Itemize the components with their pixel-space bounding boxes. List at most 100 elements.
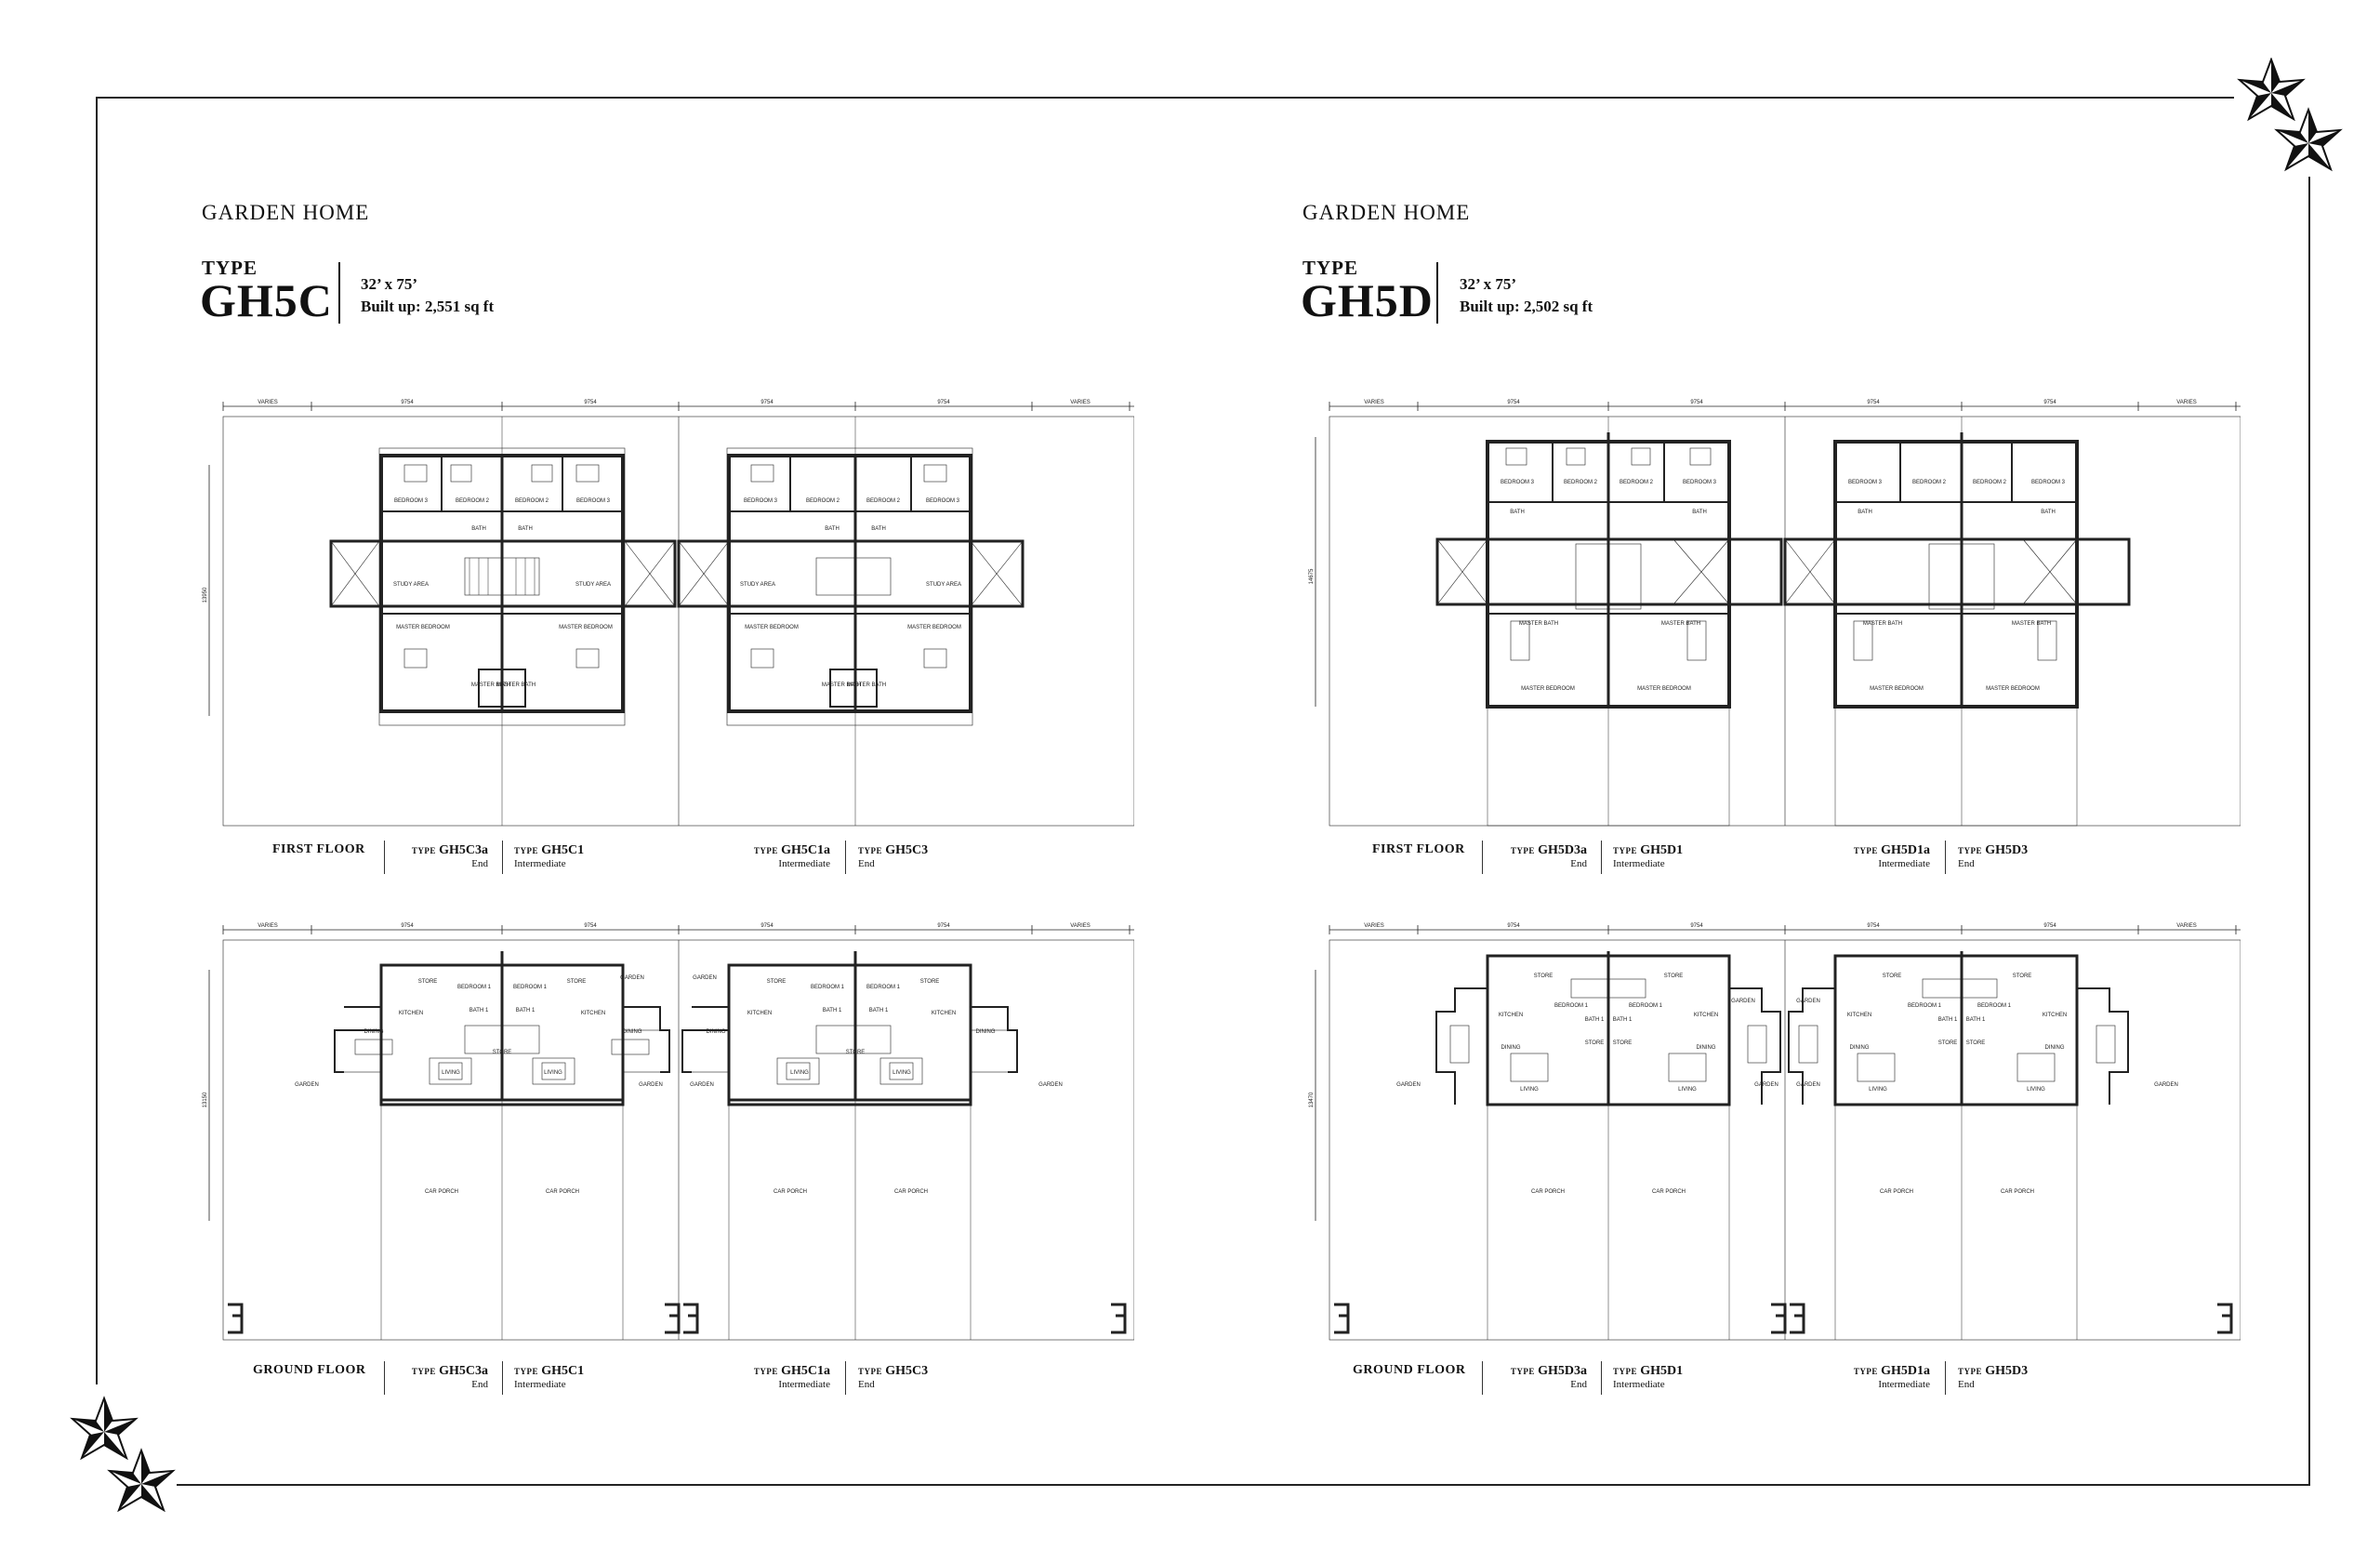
star-icon <box>70 1396 139 1461</box>
label-divider <box>502 841 503 874</box>
room-label: BATH <box>825 526 840 532</box>
unit-code: GH5D1a <box>1881 1364 1930 1378</box>
room-label: BEDROOM 1 <box>1908 1003 1942 1009</box>
plan-gh5c-ground-floor: VARIES 9754 9754 9754 9754 VARIES 13150 … <box>195 914 1134 1342</box>
unit-position: End <box>1570 858 1587 869</box>
room-label: BATH 1 <box>1938 1017 1958 1023</box>
room-label: BEDROOM 1 <box>866 985 901 990</box>
room-label: MASTER BEDROOM <box>396 625 450 630</box>
label-divider <box>1945 841 1946 874</box>
unit-code: GH5C3a <box>439 843 488 857</box>
room-label: MASTER BEDROOM <box>1870 686 1924 692</box>
room-label: BEDROOM 3 <box>926 498 960 504</box>
room-label: BEDROOM 3 <box>1848 480 1883 485</box>
type-built-up: Built up: 2,502 sq ft <box>1460 298 1593 315</box>
room-label: KITCHEN <box>1694 1013 1718 1018</box>
unit-prefix: TYPE <box>411 846 436 855</box>
dim-label: 9754 <box>584 923 597 929</box>
room-label: GARDEN <box>1796 1082 1820 1088</box>
room-label: MASTER BATH <box>1661 621 1700 627</box>
dim-label: VARIES <box>1070 400 1091 405</box>
room-label: BEDROOM 2 <box>515 498 549 504</box>
unit-position: Intermediate <box>514 1379 566 1390</box>
room-label: BATH 1 <box>516 1008 536 1013</box>
room-label: STORE <box>846 1050 866 1055</box>
label-divider <box>1601 841 1602 874</box>
dim-label: 14675 <box>1309 568 1315 584</box>
type-separator <box>338 262 340 324</box>
unit-code: GH5C1a <box>781 1364 830 1378</box>
room-label: BATH 1 <box>1585 1017 1605 1023</box>
room-label: BEDROOM 1 <box>457 985 492 990</box>
type-label: TYPE <box>1302 257 1359 279</box>
unit-prefix: TYPE <box>514 846 539 855</box>
label-divider <box>384 1361 385 1395</box>
room-label: BEDROOM 1 <box>1554 1003 1589 1009</box>
unit-position: End <box>471 1379 488 1390</box>
unit-prefix: TYPE <box>1613 1367 1638 1376</box>
star-cluster-bottom-left-icon <box>70 1396 176 1513</box>
room-label: STORE <box>1966 1040 1986 1046</box>
room-label: LIVING <box>2027 1087 2045 1093</box>
room-label: GARDEN <box>1038 1082 1063 1088</box>
dim-label: 9754 <box>401 400 414 405</box>
room-label: MASTER BATH <box>1863 621 1902 627</box>
unit-code: GH5C3 <box>885 1364 929 1378</box>
dim-label: 9754 <box>760 400 774 405</box>
room-label: STORE <box>1883 974 1902 979</box>
room-label: GARDEN <box>693 975 717 981</box>
dim-label: 9754 <box>1507 400 1520 405</box>
unit-prefix: TYPE <box>1958 846 1983 855</box>
room-label: CAR PORCH <box>1880 1189 1913 1195</box>
room-label: MASTER BEDROOM <box>907 625 961 630</box>
room-label: CAR PORCH <box>546 1189 579 1195</box>
room-label: BATH 1 <box>1613 1017 1633 1023</box>
room-label: STORE <box>2013 974 2032 979</box>
unit-position: Intermediate <box>1878 858 1930 869</box>
room-label: BEDROOM 3 <box>576 498 611 504</box>
floor-name: GROUND FLOOR <box>1353 1363 1466 1377</box>
star-cluster-top-right-icon <box>2237 58 2343 172</box>
unit-position: End <box>471 858 488 869</box>
type-dimensions: 32’ x 75’ <box>361 275 418 293</box>
unit-position: Intermediate <box>778 858 830 869</box>
room-label: STORE <box>1938 1040 1958 1046</box>
room-label: STORE <box>418 979 438 985</box>
frame-left-line <box>96 97 98 1384</box>
label-divider <box>1482 1361 1483 1395</box>
frame-bottom-line <box>177 1484 2310 1486</box>
room-label: KITCHEN <box>581 1011 605 1016</box>
room-label: MASTER BEDROOM <box>1986 686 2040 692</box>
type-dimensions: 32’ x 75’ <box>1460 275 1517 293</box>
dim-label: 9754 <box>1690 400 1703 405</box>
unit-position: Intermediate <box>514 858 566 869</box>
label-divider <box>1601 1361 1602 1395</box>
room-label: BATH <box>1510 510 1525 515</box>
room-label: CAR PORCH <box>1531 1189 1565 1195</box>
room-label: BATH 1 <box>869 1008 889 1013</box>
star-icon <box>2274 107 2343 172</box>
dim-label: 9754 <box>937 923 950 929</box>
unit-code: GH5C1 <box>541 843 585 857</box>
room-label: BATH 1 <box>823 1008 842 1013</box>
room-label: DINING <box>1697 1045 1716 1051</box>
room-label: LIVING <box>442 1070 460 1076</box>
dim-label: 9754 <box>2043 400 2056 405</box>
room-label: GARDEN <box>1796 999 1820 1004</box>
label-divider <box>1945 1361 1946 1395</box>
dim-label: 9754 <box>1690 923 1703 929</box>
unit-position: Intermediate <box>1878 1379 1930 1390</box>
unit-prefix: TYPE <box>753 846 778 855</box>
room-label: DINING <box>364 1029 384 1035</box>
room-label: BEDROOM 2 <box>1564 480 1598 485</box>
plan-gh5d-ground-floor: VARIES 9754 9754 9754 9754 VARIES 13470 … <box>1302 914 2241 1342</box>
room-label: MASTER BATH <box>1519 621 1558 627</box>
dim-label: 9754 <box>937 400 950 405</box>
unit-prefix: TYPE <box>1853 846 1878 855</box>
